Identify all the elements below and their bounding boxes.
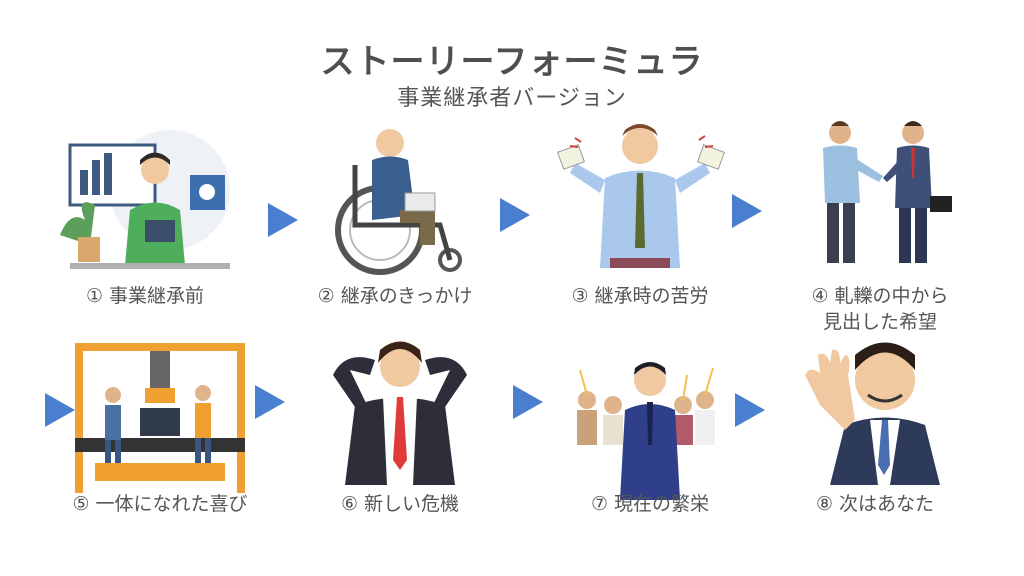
step-6-label: ⑥ 新しい危機 [340, 493, 460, 515]
businessman-office-illustration [60, 130, 230, 269]
step-4-label: ④ 軋轢の中から 見出した希望 [811, 285, 949, 333]
frustrated-man-illustration [556, 124, 725, 268]
step-3-label: ③ 継承時の苦労 [571, 285, 709, 307]
page-subtitle: 事業継承者バージョン [397, 86, 627, 111]
step-2-label: ② 継承のきっかけ [317, 285, 473, 307]
handshake-illustration [823, 121, 952, 263]
step-5-label: ⑤ 一体になれた喜び [72, 493, 248, 515]
worried-businessman-illustration [333, 341, 467, 485]
step-8-label: ⑧ 次はあなた [815, 493, 935, 515]
arrow-icon [255, 385, 285, 419]
arrow-icon [735, 393, 765, 427]
factory-workers-illustration [75, 343, 245, 493]
step-7-label: ⑦ 現在の繁栄 [590, 493, 710, 515]
arrow-icon [268, 203, 298, 237]
step-1-label: ① 事業継承前 [85, 285, 205, 307]
arrow-icon [500, 198, 530, 232]
celebrating-team-illustration [577, 362, 715, 500]
arrow-icon [45, 393, 75, 427]
arrow-icon [732, 194, 762, 228]
page-title: ストーリーフォーミュラ [320, 42, 704, 82]
elderly-man-wheelchair-illustration [335, 129, 462, 275]
arrow-icon [513, 385, 543, 419]
smiling-businessman-waving-illustration [805, 342, 940, 485]
